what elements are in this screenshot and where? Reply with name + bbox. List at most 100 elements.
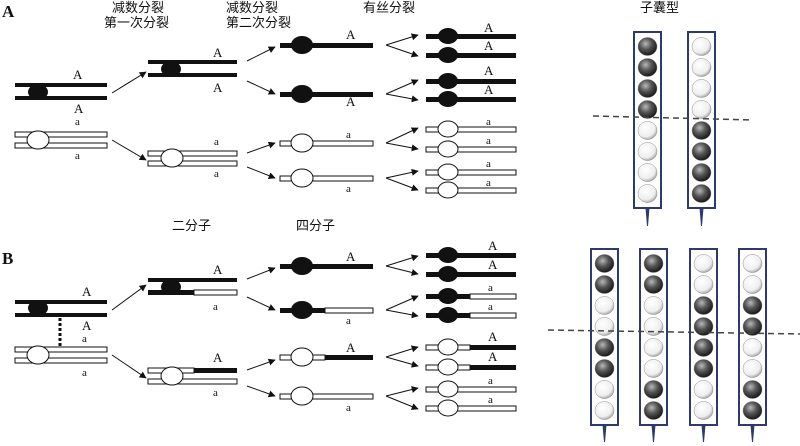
spore-dark — [693, 338, 714, 357]
chromatid-light-segment — [193, 289, 238, 296]
header-ascus-type: 子囊型 — [640, 0, 679, 16]
spore-light — [637, 184, 658, 203]
ascus-group-b — [590, 248, 767, 442]
spore-dark — [643, 380, 664, 399]
header-meiosis1-line1: 减数分裂 — [112, 1, 164, 16]
spore-light — [643, 359, 664, 378]
allele-label: a — [486, 116, 491, 128]
centromere-light — [26, 345, 50, 365]
ascus — [738, 248, 767, 442]
ascus-stem — [645, 208, 650, 226]
ascus — [687, 31, 716, 226]
arrow — [246, 46, 276, 62]
spore-dark — [693, 296, 714, 315]
ascus — [633, 31, 662, 226]
spore-light — [691, 37, 712, 56]
allele-label: A — [346, 249, 356, 264]
centromere-dark — [28, 84, 48, 100]
arrow — [385, 127, 419, 144]
allele-label: A — [82, 284, 92, 299]
allele-label: a — [75, 150, 80, 162]
allele-label: A — [213, 80, 223, 95]
arrow — [385, 254, 419, 267]
ascus-stem — [701, 425, 706, 442]
arrow — [246, 296, 276, 311]
spore-dark — [594, 359, 615, 378]
allele-label: a — [346, 315, 351, 327]
allele-label: A — [488, 349, 498, 364]
centromere-light — [290, 168, 314, 188]
chromatid-dark — [148, 73, 237, 77]
arrow — [385, 79, 419, 95]
allele-label: a — [486, 158, 491, 170]
ascus-group-a — [633, 31, 716, 226]
allele-label: A — [213, 45, 223, 60]
allele-label: A — [213, 350, 223, 365]
spore-light — [691, 100, 712, 119]
spore-light — [643, 296, 664, 315]
allele-label: A — [488, 238, 498, 253]
allele-label: a — [488, 282, 493, 294]
arrow — [385, 142, 419, 152]
centromere-light — [160, 148, 184, 168]
arrow — [246, 80, 276, 95]
spore-light — [637, 163, 658, 182]
header-meiosis2-line2: 第二次分裂 — [226, 15, 291, 31]
chromatid-dark-segment — [194, 368, 237, 373]
spore-light — [742, 275, 763, 294]
allele-label: A — [346, 340, 356, 355]
chromatid-dark — [280, 43, 373, 48]
arrow — [385, 295, 419, 311]
chromatid-light — [147, 160, 238, 167]
allele-label: A — [484, 20, 494, 35]
arrow — [246, 267, 276, 280]
arrow — [385, 168, 419, 179]
centromere-light — [290, 386, 314, 406]
header-dyad: 二分子 — [172, 219, 211, 234]
ascus-stem — [699, 208, 704, 226]
allele-label: A — [484, 38, 494, 53]
division-line-b — [547, 329, 800, 335]
spore-dark — [643, 254, 664, 273]
arrow — [385, 395, 419, 410]
allele-label: A — [346, 94, 356, 109]
spore-dark — [691, 163, 712, 182]
ascus — [590, 248, 619, 442]
spore-light — [594, 317, 615, 336]
arrow — [385, 386, 419, 397]
centromere-light — [26, 130, 50, 150]
spore-light — [742, 254, 763, 273]
panel-label-b: B — [2, 249, 13, 268]
spore-light — [691, 79, 712, 98]
spore-dark — [594, 338, 615, 357]
spore-light — [691, 58, 712, 77]
chromatid-light — [14, 142, 108, 149]
spore-dark — [594, 254, 615, 273]
arrow — [385, 177, 419, 192]
allele-label: A — [346, 27, 356, 42]
allele-label: a — [486, 135, 491, 147]
spore-light — [742, 359, 763, 378]
arrow — [385, 345, 419, 358]
allele-label: a — [214, 168, 219, 180]
ascus — [639, 248, 668, 442]
spore-light — [693, 275, 714, 294]
octad-a — [425, 28, 517, 199]
ascus-stem — [602, 425, 607, 442]
allele-label: a — [488, 375, 493, 387]
spore-light — [594, 380, 615, 399]
chromatid-dark — [15, 313, 107, 317]
spore-light — [637, 121, 658, 140]
spore-dark — [693, 359, 714, 378]
centromere-dark — [291, 301, 313, 319]
spore-dark — [637, 100, 658, 119]
centromere-light — [160, 366, 184, 386]
chromatid-dark — [280, 92, 373, 97]
header-meiosis2-line1: 减数分裂 — [226, 1, 278, 16]
allele-label: A — [82, 318, 92, 333]
spore-light — [693, 401, 714, 420]
chromatid-light — [279, 393, 374, 400]
allele-label: A — [73, 67, 83, 82]
spore-light — [742, 338, 763, 357]
